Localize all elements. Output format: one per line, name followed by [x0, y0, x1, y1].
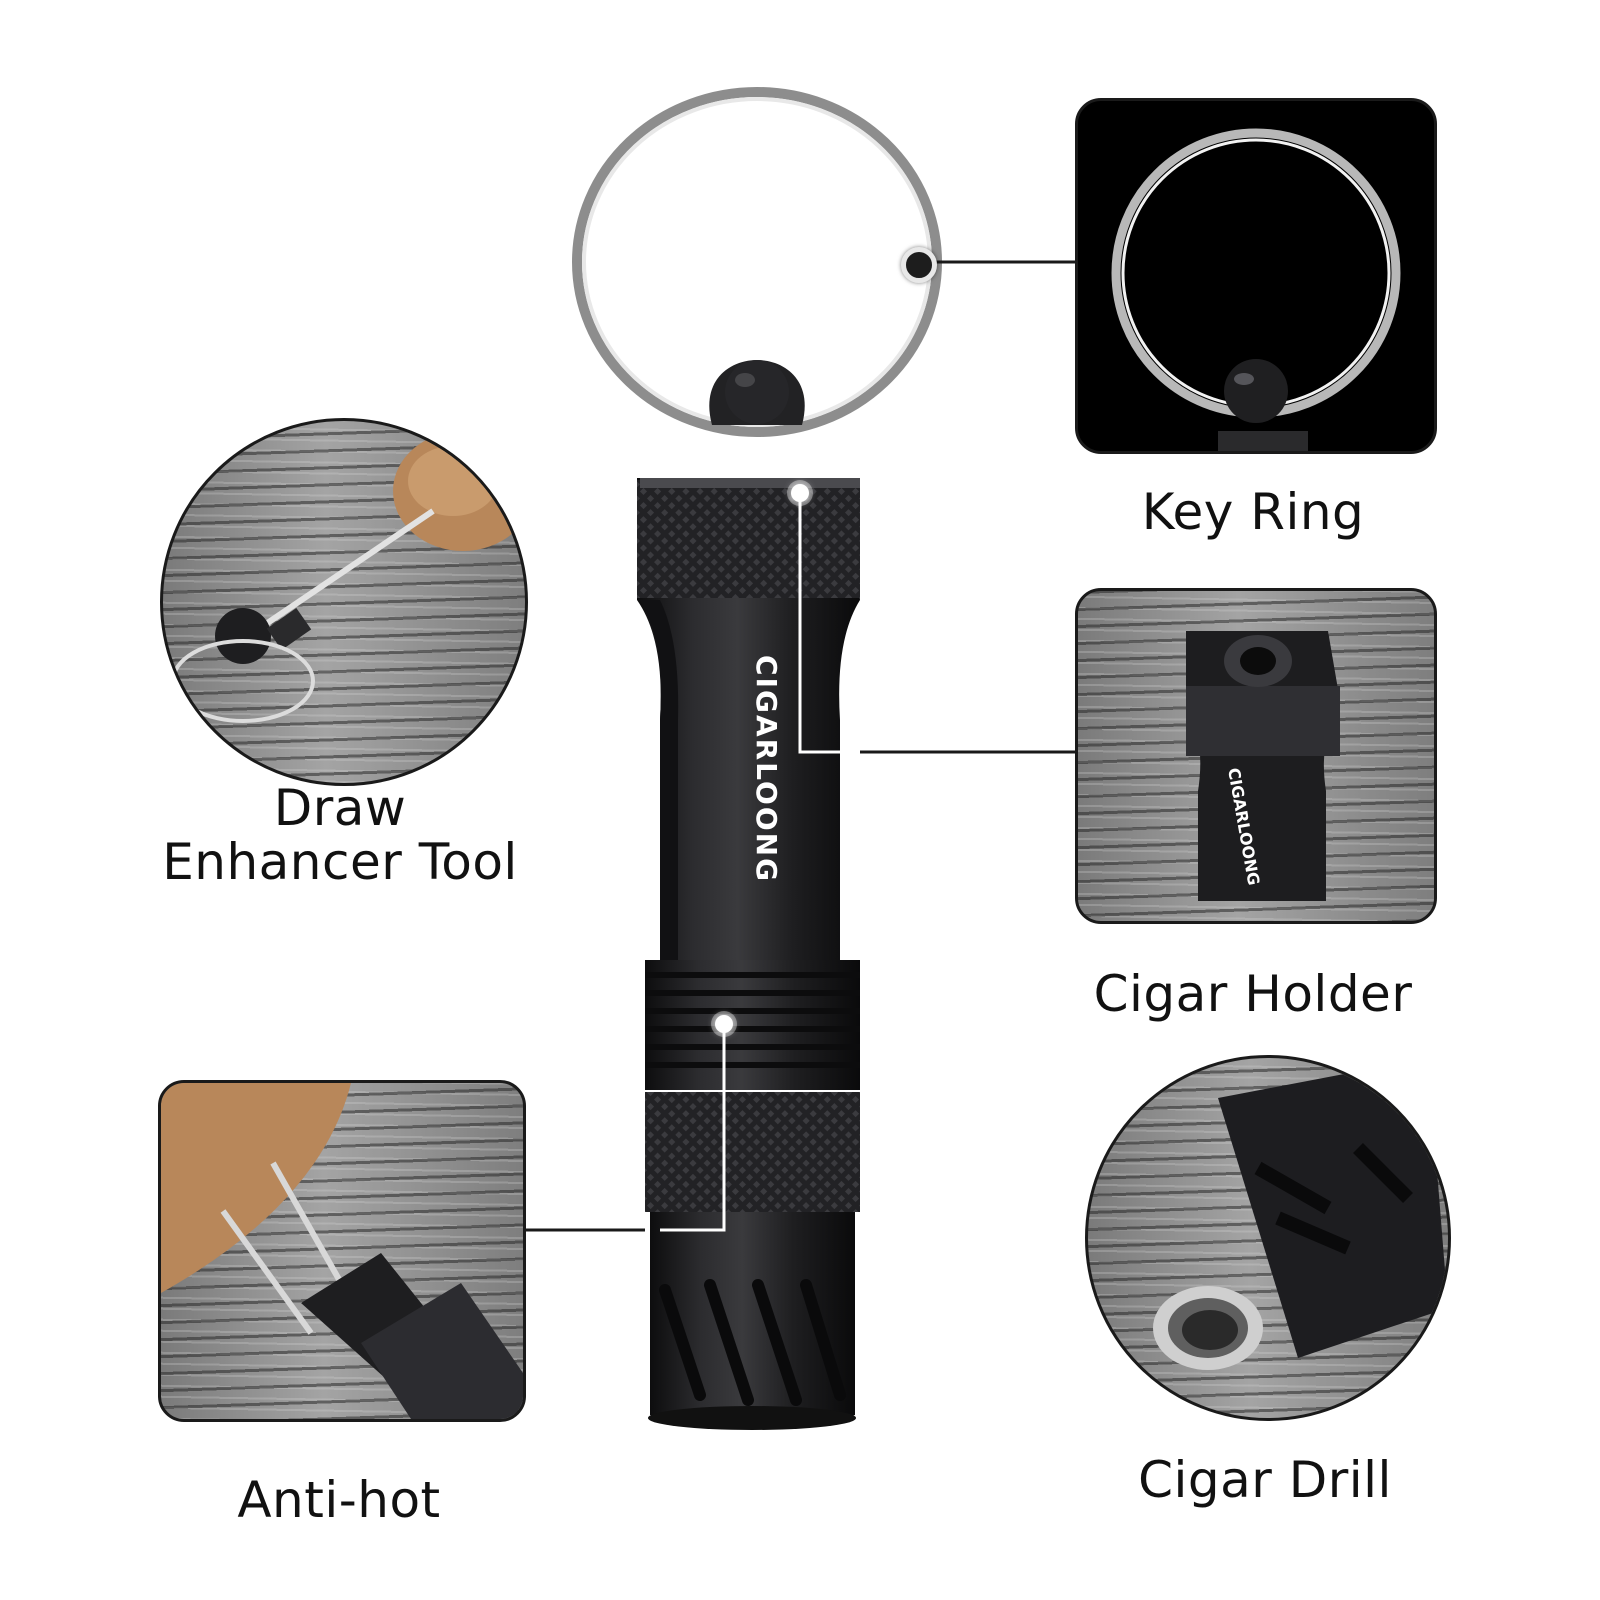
key-ring-label: Key Ring: [1141, 483, 1365, 541]
cigar-drill-label: Cigar Drill: [1138, 1451, 1392, 1509]
draw-enhancer-label-line2: Enhancer Tool: [162, 833, 518, 891]
cigar-drill-section: [650, 1212, 855, 1428]
draw-enhancer-label-line1: Draw: [273, 779, 407, 837]
cigar-drill-panel: [1085, 1055, 1451, 1421]
key-ring-marker: [901, 247, 937, 283]
draw-enhancer-closeup: [171, 431, 525, 723]
cigar-holder-label: Cigar Holder: [1093, 965, 1413, 1023]
key-ring-panel: [1075, 98, 1437, 454]
anti-hot-panel: [158, 1080, 526, 1422]
brand-text: CIGARLOONG: [750, 655, 783, 883]
cigar-holder-marker: [791, 484, 809, 502]
cigar-holder-section: [637, 478, 860, 960]
anti-hot-label: Anti-hot: [237, 1471, 441, 1529]
anti-hot-grip: [645, 1092, 860, 1212]
key-ring-closeup: [1111, 128, 1401, 451]
anti-hot-closeup: [161, 1083, 523, 1419]
cigar-drill-closeup: [1153, 1058, 1448, 1370]
draw-enhancer-panel: [160, 418, 528, 786]
cigar-holder-panel: CIGARLOONG: [1075, 588, 1437, 924]
anti-hot-marker: [715, 1015, 733, 1033]
cigar-holder-closeup: CIGARLOONG: [1186, 631, 1340, 901]
